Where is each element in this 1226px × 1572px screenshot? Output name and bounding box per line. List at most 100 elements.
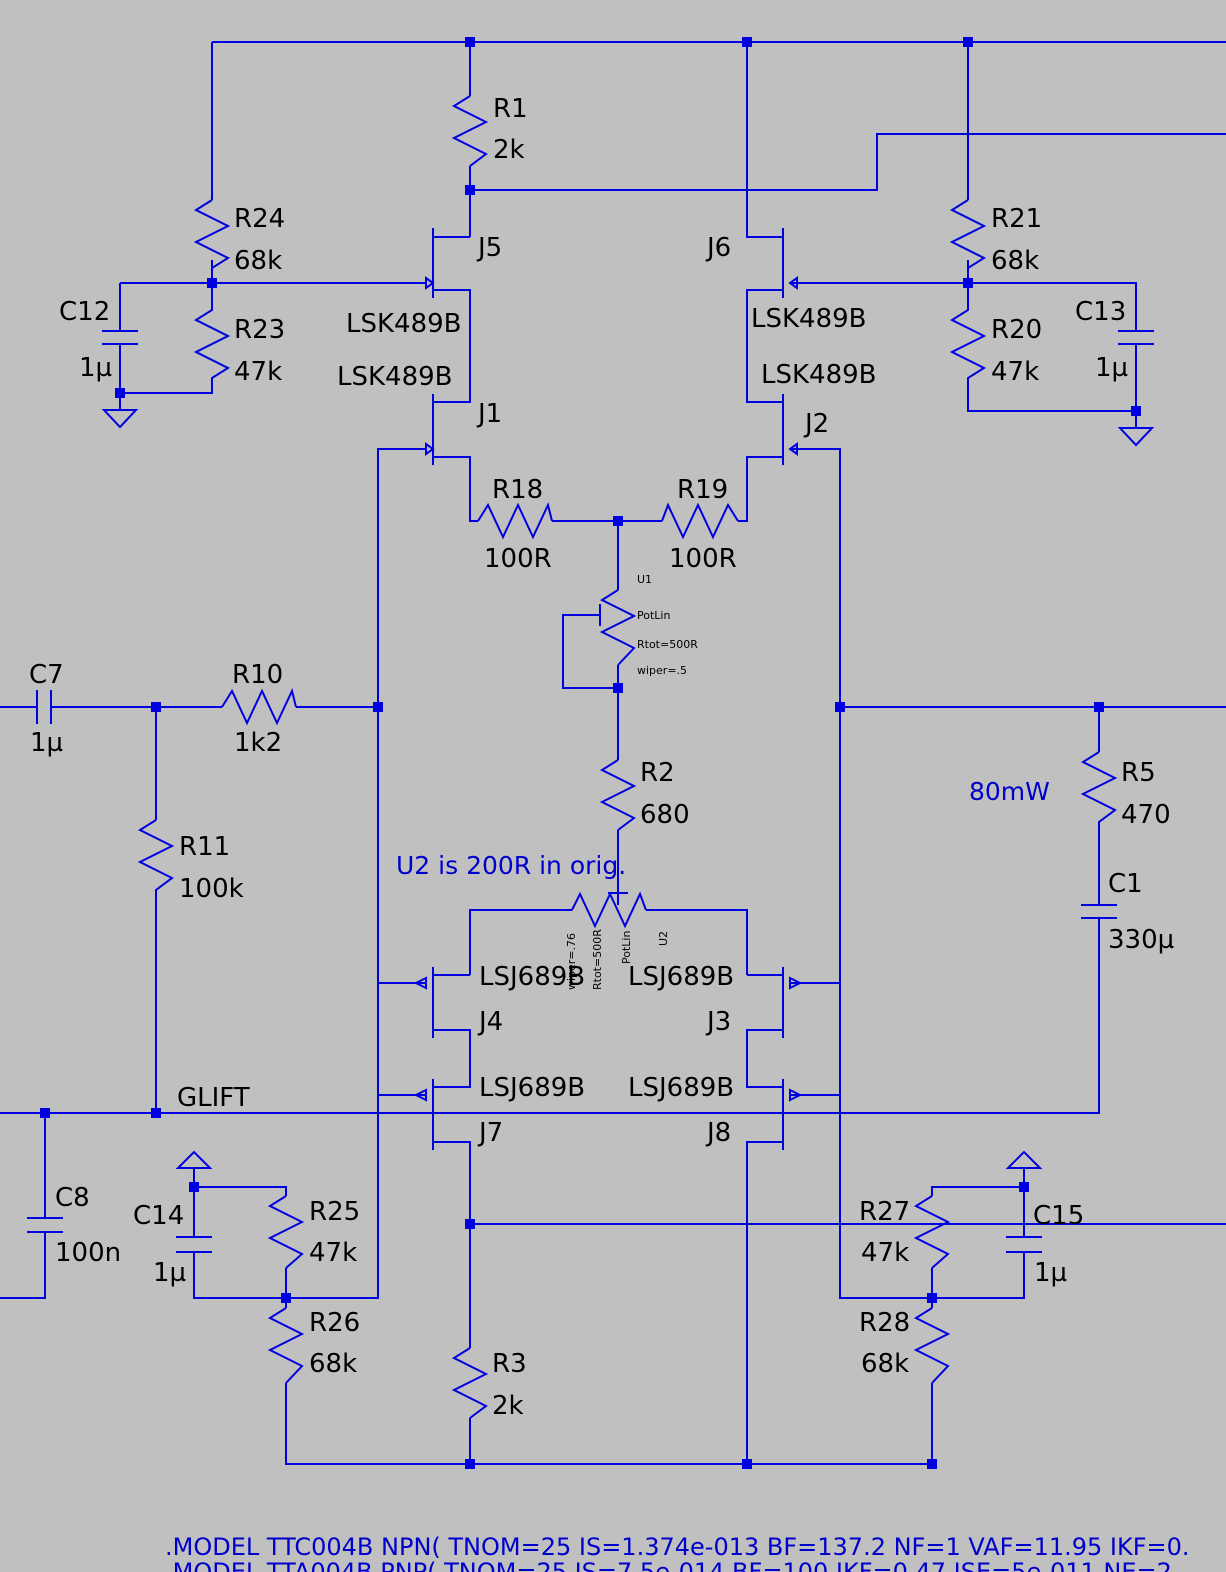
u2-name: U2: [657, 931, 670, 946]
r20-value: 47k: [991, 357, 1039, 387]
model-directive-pnp[interactable]: .MODEL TTA004B PNP( TNOM=25 IS=7.5e-014 …: [165, 1558, 1180, 1572]
r20-name: R20: [991, 315, 1042, 345]
model-directive-npn[interactable]: .MODEL TTC004B NPN( TNOM=25 IS=1.374e-01…: [165, 1533, 1190, 1561]
r18-value: 100R: [484, 544, 552, 574]
capacitor-c12[interactable]: [102, 330, 138, 345]
u1-name: U1: [637, 573, 652, 586]
jfet-j8[interactable]: [782, 1079, 803, 1150]
resistor-r27[interactable]: [913, 1195, 951, 1269]
resistor-r11[interactable]: [137, 819, 175, 900]
potentiometers: [571, 589, 647, 929]
r28-value: 68k: [861, 1349, 909, 1379]
r25-value: 47k: [309, 1238, 357, 1268]
c13-value: 1µ: [1095, 353, 1128, 383]
jfet-j4[interactable]: [413, 967, 434, 1038]
jfet-j7[interactable]: [413, 1079, 434, 1150]
r3-name: R3: [492, 1349, 527, 1379]
j3-name: J3: [705, 1007, 731, 1037]
jfet-j5[interactable]: [425, 228, 435, 298]
resistor-r1[interactable]: [451, 95, 489, 167]
capacitor-c7[interactable]: [36, 690, 52, 724]
c7-name: C7: [29, 660, 64, 690]
capacitor-c8[interactable]: [27, 1217, 63, 1233]
c8-value: 100n: [55, 1238, 121, 1268]
r19-name: R19: [677, 475, 728, 505]
jfet-j2[interactable]: [782, 394, 798, 465]
j5-name: J5: [476, 233, 502, 263]
resistors: [137, 95, 1118, 1419]
c12-name: C12: [59, 297, 110, 327]
ground-symbols: [101, 409, 1155, 1169]
r1-name: R1: [493, 94, 528, 124]
potentiometer-u2[interactable]: [571, 891, 647, 929]
r5-value: 470: [1121, 800, 1171, 830]
r25-name: R25: [309, 1197, 360, 1227]
r27-value: 47k: [861, 1238, 909, 1268]
resistor-r2[interactable]: [599, 759, 637, 831]
r3-value: 2k: [492, 1391, 524, 1421]
u1-type: PotLin: [637, 609, 670, 622]
wires: [0, 41, 1226, 1465]
resistor-r3[interactable]: [451, 1347, 489, 1419]
jfet-j1[interactable]: [425, 394, 435, 465]
potentiometer-u1[interactable]: [599, 589, 637, 666]
glift-net-label: GLIFT: [177, 1083, 250, 1113]
junction-dots: [40, 37, 1141, 1469]
r19-value: 100R: [669, 544, 737, 574]
c1-value: 330µ: [1108, 925, 1174, 955]
j3-model: LSJ689B: [628, 962, 734, 992]
resistor-r24[interactable]: [193, 199, 231, 283]
r2-value: 680: [640, 800, 690, 830]
u2-rtot: Rtot=500R: [591, 929, 604, 990]
resistor-r5[interactable]: [1080, 751, 1118, 830]
r21-value: 68k: [991, 246, 1039, 276]
j8-model: LSJ689B: [628, 1073, 734, 1103]
capacitor-c14[interactable]: [176, 1236, 212, 1253]
c8-name: C8: [55, 1183, 90, 1213]
j6-name: J6: [705, 233, 731, 263]
capacitor-c15[interactable]: [1006, 1236, 1042, 1253]
resistor-r28[interactable]: [913, 1307, 951, 1384]
j2-model: LSK489B: [761, 360, 877, 390]
u1-wiper: wiper=.5: [637, 664, 687, 677]
j4-model: LSJ689B: [479, 962, 585, 992]
ground-symbol: [1005, 1150, 1043, 1169]
r11-value: 100k: [179, 874, 244, 904]
capacitor-c13[interactable]: [1118, 330, 1154, 345]
jfets: [413, 228, 803, 1150]
r24-value: 68k: [234, 246, 282, 276]
r28-name: R28: [859, 1308, 910, 1338]
resistor-r26[interactable]: [267, 1307, 305, 1384]
resistor-r25[interactable]: [267, 1195, 305, 1269]
j6-model: LSK489B: [751, 304, 867, 334]
c15-name: C15: [1033, 1201, 1084, 1231]
resistor-r21[interactable]: [949, 199, 987, 283]
resistor-r20[interactable]: [949, 300, 987, 385]
j1-model: LSK489B: [337, 362, 453, 392]
component-labels: R1 2k R24 68k R23 47k R21 68k R20 47k C1…: [29, 94, 1174, 1421]
resistor-r10[interactable]: [221, 688, 297, 726]
r26-value: 68k: [309, 1349, 357, 1379]
c1-name: C1: [1108, 869, 1143, 899]
jfet-j6[interactable]: [782, 228, 798, 298]
r18-name: R18: [492, 475, 543, 505]
resistor-r18[interactable]: [477, 502, 553, 540]
capacitor-c1[interactable]: [1081, 904, 1117, 919]
r11-name: R11: [179, 832, 230, 862]
r23-name: R23: [234, 315, 285, 345]
r10-value: 1k2: [234, 728, 282, 758]
r23-value: 47k: [234, 357, 282, 387]
ground-symbol: [101, 409, 139, 429]
r26-name: R26: [309, 1308, 360, 1338]
r1-value: 2k: [493, 135, 525, 165]
j7-model: LSJ689B: [479, 1073, 585, 1103]
c13-name: C13: [1075, 297, 1126, 327]
resistor-r23[interactable]: [193, 300, 231, 385]
c14-name: C14: [133, 1201, 184, 1231]
ground-symbol: [175, 1150, 213, 1169]
r10-name: R10: [232, 660, 283, 690]
jfet-j3[interactable]: [782, 967, 803, 1038]
j7-name: J7: [477, 1118, 503, 1148]
resistor-r19[interactable]: [661, 502, 739, 540]
